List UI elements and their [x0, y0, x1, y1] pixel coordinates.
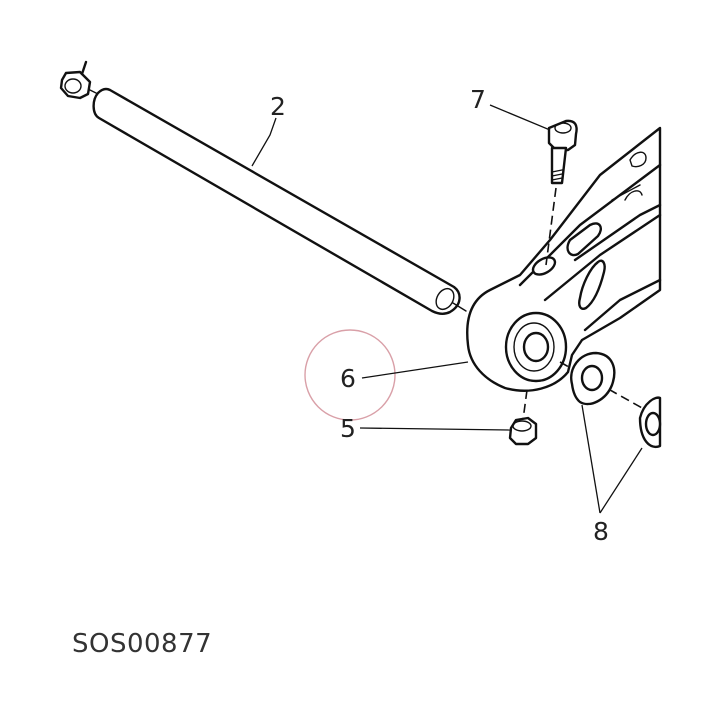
callout-2: 2 — [270, 92, 286, 121]
bolt-part-7 — [545, 119, 578, 266]
washers-part-8 — [559, 351, 662, 449]
drawing-code: SOS00877 — [72, 629, 212, 659]
washer-hole — [580, 364, 604, 392]
spindle-part-2 — [59, 60, 467, 315]
lightening-hole — [578, 259, 606, 310]
leader-lines — [251, 104, 643, 514]
leader-5 — [359, 427, 511, 431]
callout-8: 8 — [593, 517, 609, 546]
washer-hole — [644, 411, 662, 437]
nut-part-5 — [508, 389, 538, 446]
leader-8a — [581, 404, 601, 514]
lightening-hole — [566, 222, 602, 257]
bolt-head — [547, 119, 578, 152]
callout-6: 6 — [340, 364, 356, 393]
swing-arm — [466, 126, 662, 392]
leader-8b — [599, 447, 643, 514]
leader-6 — [361, 361, 469, 379]
leader-2 — [251, 117, 277, 167]
bolt-hole — [531, 256, 557, 276]
spindle-tube — [92, 87, 461, 315]
leader-7 — [489, 104, 551, 131]
highlight-circle — [304, 329, 396, 421]
pivot-boss — [504, 311, 568, 383]
callout-7: 7 — [470, 85, 486, 114]
callout-5: 5 — [340, 414, 356, 443]
bolt-shank — [550, 146, 568, 185]
